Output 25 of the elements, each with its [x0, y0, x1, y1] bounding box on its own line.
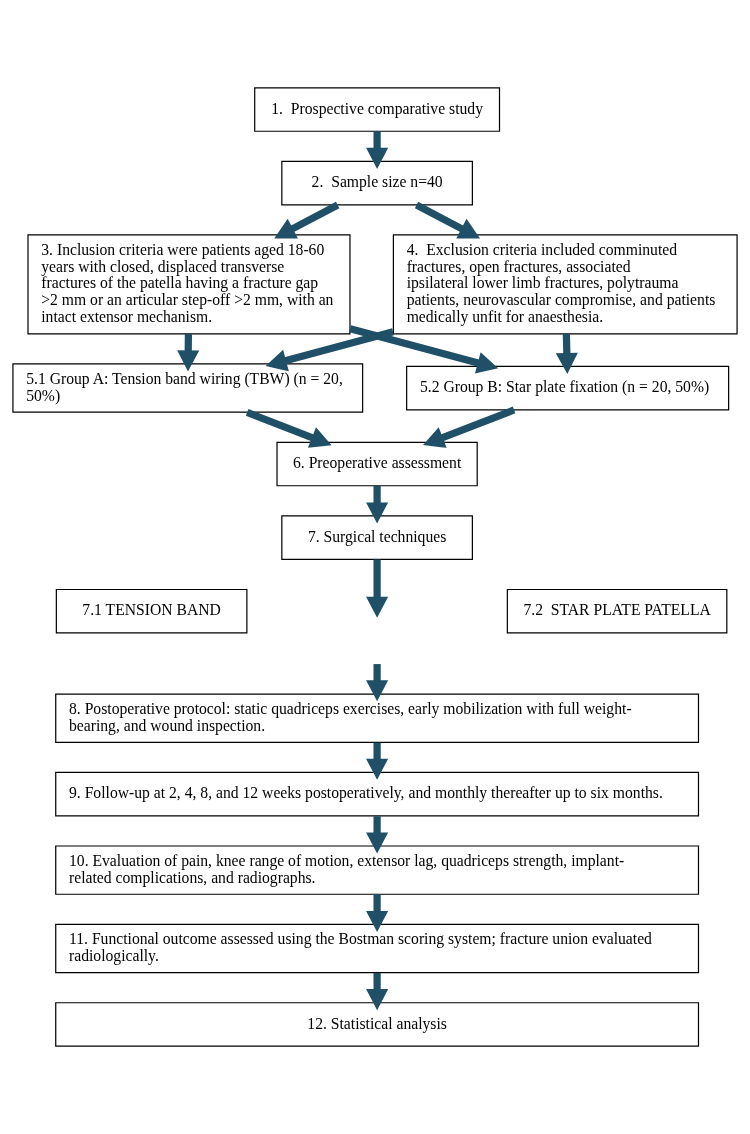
node-box: 7.1 TENSION BAND	[55, 588, 248, 634]
arrow	[414, 201, 481, 239]
node-box: 2. Sample size n=40	[281, 160, 473, 206]
node-box: 7.2 STAR PLATE PATELLA	[506, 588, 728, 634]
node-box: 4. Exclusion criteria included comminuted fractures, open fractures, associated ipsilateral lower limb fractures, polytrauma patients, neurovascular compromise, and patients medically unfit for anaesthesia.	[392, 234, 738, 335]
node-box: 9. Follow-up at 2, 4, 8, and 12 weeks postoperatively, and monthly thereafter up to six months.	[55, 771, 700, 817]
node-box: 6. Preoperative assessment	[276, 441, 478, 487]
node-box: 12. Statistical analysis	[55, 1002, 700, 1047]
node-box: 10. Evaluation of pain, knee range of motion, extensor lag, quadriceps strength, implant-related complications, and radiographs.	[55, 845, 700, 895]
arrow	[423, 406, 516, 448]
node-box: 1. Prospective comparative study	[254, 87, 501, 132]
node-box: 11. Functional outcome assessed using the Bostman scoring system; fracture union evaluated radiologically.	[55, 923, 700, 974]
arrow	[366, 485, 389, 524]
node-box: 5.2 Group B: Star plate fixation (n = 20, 50%)	[406, 365, 730, 411]
arrow	[349, 325, 499, 374]
arrow	[245, 409, 332, 448]
node-box: 3. Inclusion criteria were patients aged 18-60 years with closed, displaced transverse fractures of the patella having a fracture gap >2 mm or an articular step-off >2 mm, with an intact extensor mechanism.	[27, 234, 351, 335]
arrow	[274, 201, 340, 239]
node-box: 8. Postoperative protocol: static quadriceps exercises, early mobilization with full weight-bearing, and wound inspection.	[55, 693, 700, 743]
node-box: 5.1 Group A: Tension band wiring (TBW) (n = 20, 50%)	[12, 363, 364, 413]
node-box: 7. Surgical techniques	[281, 515, 473, 560]
arrow	[177, 333, 200, 372]
arrow	[555, 333, 578, 375]
arrow	[265, 328, 394, 372]
arrow	[366, 742, 389, 780]
